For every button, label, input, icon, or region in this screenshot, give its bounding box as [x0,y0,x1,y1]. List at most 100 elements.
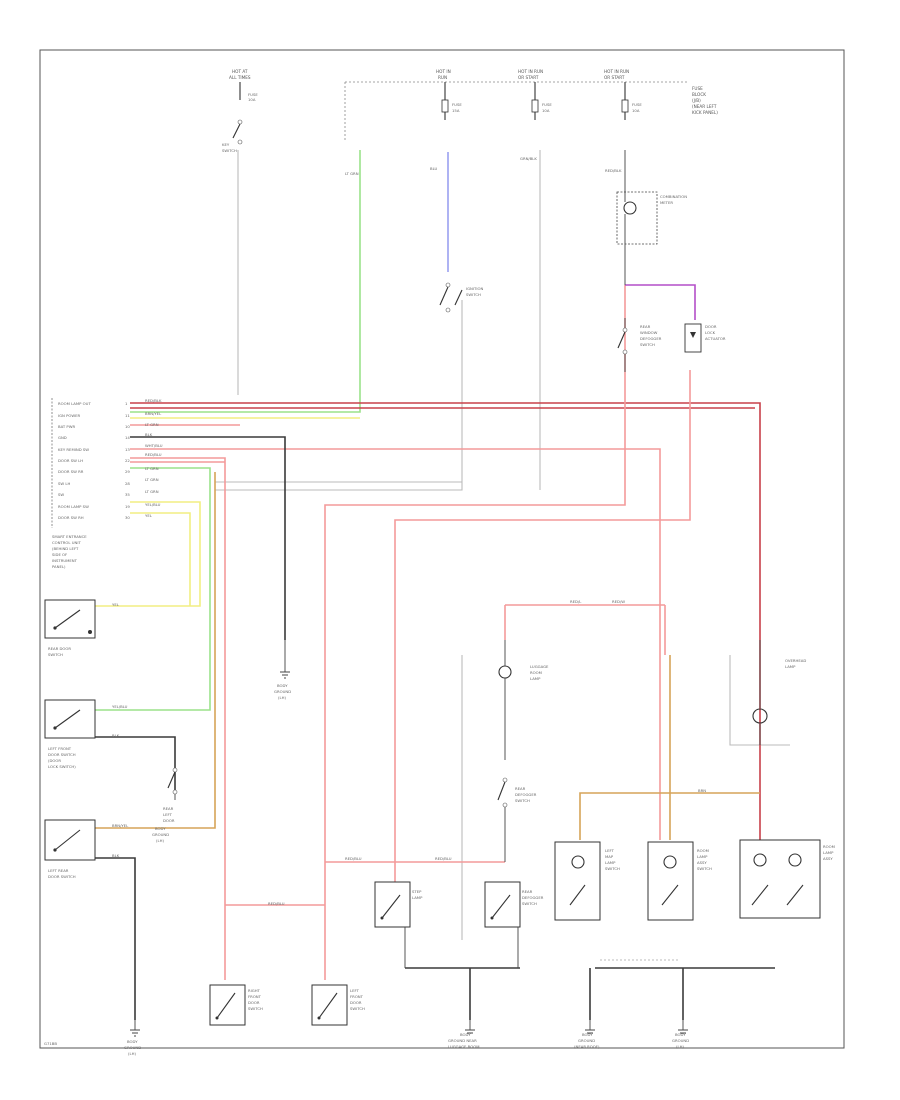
pin-number-10: 19 [125,504,130,509]
ground-4: BODY GROUND NEAR LUGGAGE ROOM [448,1020,480,1049]
pin-label-10: ROOM LAMP SW [58,504,89,509]
svg-text:INSTRUMENT: INSTRUMENT [52,558,78,563]
pin-number-6: 22 [125,458,130,463]
svg-text:KICK PANEL): KICK PANEL) [692,110,718,115]
svg-text:FUSE: FUSE [692,86,703,91]
wire-grey-ign [215,300,463,491]
control-unit-connector: ROOM LAMP OUT IGN POWER BAT PWR GND KEY … [51,398,163,569]
svg-text:BODY: BODY [127,1039,138,1044]
svg-text:BODY: BODY [675,1032,686,1037]
svg-text:HOT IN RUN: HOT IN RUN [604,69,629,74]
pin-number-4: 14 [125,435,130,440]
svg-text:OVERHEAD: OVERHEAD [785,658,806,663]
map-lamp-left: LEFT MAP LAMP SWITCH [554,841,620,921]
wire-pink-door-lh [130,457,226,980]
svg-text:REAR DOOR: REAR DOOR [48,646,71,651]
ground-1: BODY GROUND (LH) [274,640,291,700]
svg-text:GROUND: GROUND [152,832,169,837]
wire-lt-grn-ign [130,150,361,413]
wire-label-blu: BLU [430,166,438,171]
svg-text:SIDE OF: SIDE OF [52,552,67,557]
wire-color-7: LT GRN [145,466,159,471]
svg-text:OR START: OR START [604,75,625,80]
wire-label-blk-2: BLK [112,853,120,858]
svg-text:SWITCH: SWITCH [466,292,481,297]
map-lamp-center: ROOM LAMP ASSY SWITCH [647,841,712,921]
svg-text:FUSE: FUSE [542,102,552,107]
svg-text:ASSY: ASSY [823,856,833,861]
pin-number-3: 10 [125,424,130,429]
left-rear-door-switch: LEFT REAR DOOR SWITCH [44,819,96,879]
wire-pink-key [130,448,661,840]
wire-color-9: LT GRN [145,489,159,494]
svg-text:SWITCH: SWITCH [248,1006,263,1011]
svg-text:SWITCH: SWITCH [48,652,63,657]
pin-label-9: SW [58,492,64,497]
svg-text:LAMP: LAMP [530,676,541,681]
svg-text:SWITCH: SWITCH [640,342,655,347]
svg-text:REAR: REAR [522,889,533,894]
fuse-10a-b: FUSE 10A [621,82,642,120]
svg-text:(LH): (LH) [128,1051,136,1056]
pin-number-11: 30 [125,515,130,520]
ground-6: BODY GROUND (LH) [672,1020,689,1049]
svg-text:GROUND: GROUND [274,689,291,694]
svg-text:DEFOGGER: DEFOGGER [515,792,537,797]
wire-color-3: LT GRN [145,422,159,427]
wire-label-yel-blu: YEL/BLU [112,704,128,709]
rear-left-door-switch: REAR LEFT DOOR [163,767,178,823]
pin-number-2: 11 [125,413,130,418]
svg-text:BLOCK: BLOCK [692,92,706,97]
fuse-block-label: FUSE BLOCK (J/B) (NEAR LEFT KICK PANEL) [692,86,718,115]
source-hot-in-run: HOT IN RUN [436,69,451,80]
wire-label-red-blk: RED/BLK [605,168,622,173]
svg-text:DEFOGGER: DEFOGGER [522,895,544,900]
svg-text:MAP: MAP [605,854,614,859]
svg-text:HOT IN: HOT IN [436,69,451,74]
wire-label-red-w: RED/W [612,599,625,604]
svg-text:KEY: KEY [222,142,230,147]
svg-text:LOCK: LOCK [705,330,716,335]
key-switch: KEY SWITCH [222,119,243,153]
svg-text:LEFT: LEFT [350,988,360,993]
left-front-door-switch-bottom: LEFT FRONT DOOR SWITCH [311,984,365,1026]
svg-text:LOCK SWITCH): LOCK SWITCH) [48,764,76,769]
svg-text:(BEHIND LEFT: (BEHIND LEFT [52,546,79,551]
wire-color-2: BRN/YEL [145,411,162,416]
svg-text:STEP: STEP [412,889,422,894]
wire-label-grn-blk: GRN/BLK [520,156,537,161]
svg-text:FRONT: FRONT [350,994,364,999]
wire-label-lt-grn: LT GRN [345,171,359,176]
svg-text:COMBINATION: COMBINATION [660,194,687,199]
svg-text:BODY: BODY [277,683,288,688]
svg-text:LAMP: LAMP [697,854,708,859]
ground-5: BODY GROUND (NEAR ROOF) [574,1020,600,1049]
fuse-10a-a: FUSE 10A [531,82,552,120]
svg-text:LEFT REAR: LEFT REAR [48,868,69,873]
pin-label-5: KEY REMIND SW [58,447,89,452]
svg-text:SWITCH: SWITCH [605,866,620,871]
pin-label-3: BAT PWR [58,424,75,429]
svg-text:BODY: BODY [155,826,166,831]
svg-text:WINDOW: WINDOW [640,330,658,335]
svg-text:DOOR: DOOR [163,818,175,823]
svg-text:GROUND: GROUND [124,1045,141,1050]
wire-violet [625,284,696,320]
svg-text:LAMP: LAMP [823,850,834,855]
svg-text:10A: 10A [542,108,550,113]
ignition-switch: IGNITION SWITCH [439,282,483,313]
wire-label-red-blu-2: RED/BLU [345,856,362,861]
pin-label-1: ROOM LAMP OUT [58,401,91,406]
svg-text:GROUND: GROUND [672,1038,689,1043]
rear-defogger-switch-right: REAR DEFOGGER SWITCH [484,881,544,968]
luggage-room-lamp: LUGGAGE ROOM LAMP [498,640,549,760]
wire-blk-ld [95,857,136,1020]
svg-text:LUGGAGE: LUGGAGE [530,664,549,669]
svg-text:SMART ENTRANCE: SMART ENTRANCE [52,534,87,539]
svg-text:SWITCH: SWITCH [350,1006,365,1011]
right-front-door-switch: RIGHT FRONT DOOR SWITCH [209,984,263,1026]
rear-window-defogger-switch: REAR WINDOW DEFOGGER SWITCH [617,318,662,372]
wire-grey-6 [729,655,790,746]
wire-color-5: WHT/BLU [145,443,163,448]
